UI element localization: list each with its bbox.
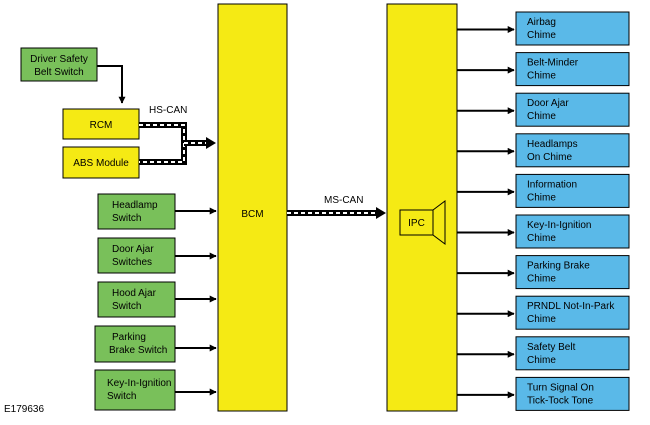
bcm-module xyxy=(217,3,288,412)
ipc-module xyxy=(386,3,458,412)
output-label-headlamps-on-chime-2: On Chime xyxy=(527,152,572,163)
driver-safety-belt-switch-box: Driver Safety Belt Switch xyxy=(20,47,98,82)
parking-brake-switch-box: Parking Brake Switch xyxy=(94,325,176,363)
door-ajar-switches-box: Door Ajar Switches xyxy=(97,237,176,274)
rcm-label: RCM xyxy=(90,120,113,131)
output-label-door-ajar-chime-1: Door Ajar xyxy=(527,98,569,109)
key-in-ignition-line2: Switch xyxy=(107,391,136,402)
output-box-headlamps-on-chime: Headlamps On Chime xyxy=(515,133,630,168)
rcm-box: RCM xyxy=(62,108,140,140)
output-label-turn-signal-on-tick-tock-tone-2: Tick-Tock Tone xyxy=(527,395,594,406)
output-label-key-in-ignition-chime-1: Key-In-Ignition xyxy=(527,220,591,231)
output-label-parking-brake-chime-1: Parking Brake xyxy=(527,261,590,272)
output-label-turn-signal-on-tick-tock-tone-1: Turn Signal On xyxy=(527,382,594,393)
key-in-ignition-switch-box: Key-In-Ignition Switch xyxy=(94,369,176,411)
output-label-airbag-chime-2: Chime xyxy=(527,30,556,41)
output-label-headlamps-on-chime-1: Headlamps xyxy=(527,139,578,150)
output-label-prndl-not-in-park-chime-1: PRNDL Not-In-Park xyxy=(527,301,615,312)
output-label-safety-belt-chime-2: Chime xyxy=(527,355,556,366)
output-label-key-in-ignition-chime-2: Chime xyxy=(527,233,556,244)
driver-belt-to-rcm-line xyxy=(97,65,126,104)
hs-can-bus xyxy=(139,122,216,165)
output-box-turn-signal-on-tick-tock-tone: Turn Signal On Tick-Tock Tone xyxy=(515,376,630,411)
abs-module-box: ABS Module xyxy=(62,146,140,179)
door-ajar-line1: Door Ajar xyxy=(112,244,154,255)
abs-label: ABS Module xyxy=(73,158,129,169)
headlamp-switch-box: Headlamp Switch xyxy=(97,193,176,230)
output-label-prndl-not-in-park-chime-2: Chime xyxy=(527,314,556,325)
ipc-label: IPC xyxy=(408,218,425,229)
driver-belt-line2: Belt Switch xyxy=(34,67,83,78)
output-label-safety-belt-chime-1: Safety Belt xyxy=(527,342,576,353)
output-label-door-ajar-chime-2: Chime xyxy=(527,111,556,122)
hood-ajar-switch-box: Hood Ajar Switch xyxy=(97,281,176,318)
output-label-information-chime-1: Information xyxy=(527,179,577,190)
door-ajar-line2: Switches xyxy=(112,257,152,268)
speaker-icon: IPC xyxy=(399,200,446,245)
parking-brake-line2: Brake Switch xyxy=(109,345,167,356)
output-label-parking-brake-chime-2: Chime xyxy=(527,274,556,285)
figure-id: E179636 xyxy=(4,404,45,415)
output-label-airbag-chime-1: Airbag xyxy=(527,17,556,28)
headlamp-line2: Switch xyxy=(112,213,141,224)
ms-can-label: MS-CAN xyxy=(324,195,363,206)
hood-ajar-line2: Switch xyxy=(112,301,141,312)
output-label-belt-minder-chime-2: Chime xyxy=(527,71,556,82)
bcm-label: BCM xyxy=(241,209,263,220)
headlamp-line1: Headlamp xyxy=(112,200,158,211)
output-label-information-chime-2: Chime xyxy=(527,192,556,203)
output-label-belt-minder-chime-1: Belt-Minder xyxy=(527,58,579,69)
key-in-ignition-line1: Key-In-Ignition xyxy=(107,378,171,389)
parking-brake-line1: Parking xyxy=(112,332,146,343)
hs-can-label: HS-CAN xyxy=(149,105,187,116)
hood-ajar-line1: Hood Ajar xyxy=(112,288,157,299)
ms-can-bus xyxy=(287,207,386,219)
driver-belt-line1: Driver Safety xyxy=(30,54,88,65)
